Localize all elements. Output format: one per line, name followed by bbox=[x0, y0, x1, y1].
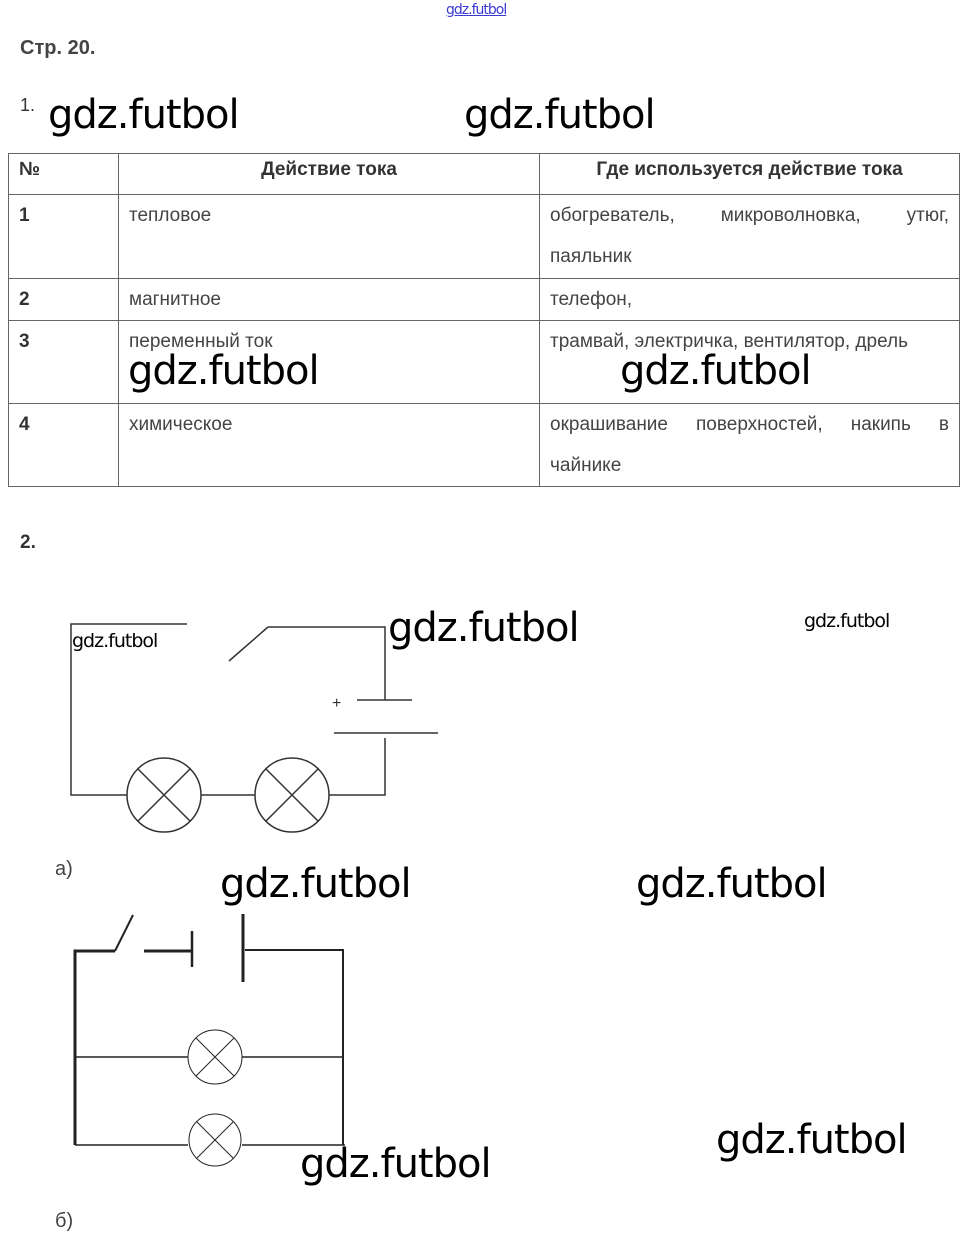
wire bbox=[268, 626, 386, 700]
watermark: gdz.futbol bbox=[804, 610, 890, 632]
watermark: gdz.futbol bbox=[300, 1141, 492, 1187]
page-number: Стр. 20. bbox=[20, 37, 96, 59]
row-number: 1 bbox=[8, 194, 119, 279]
wire bbox=[73, 949, 115, 1145]
table-row: 4 химическое окрашивание поверхностей, н… bbox=[8, 403, 960, 487]
current-effects-table: № Действие тока Где используется действи… bbox=[8, 153, 960, 487]
watermark: gdz.futbol bbox=[128, 348, 320, 394]
wire bbox=[329, 738, 386, 796]
watermark: gdz.futbol bbox=[636, 861, 828, 907]
lamp-icon bbox=[187, 1029, 243, 1085]
row-action: переменный ток bbox=[118, 320, 540, 404]
row-number: 2 bbox=[8, 278, 119, 321]
row-usage: телефон, bbox=[539, 278, 960, 321]
switch-open bbox=[114, 914, 134, 952]
circuit-b-parallel bbox=[73, 914, 345, 1167]
circuit-b-label: б) bbox=[55, 1210, 74, 1232]
watermark: gdz.futbol bbox=[620, 348, 812, 394]
wire bbox=[245, 949, 344, 1145]
watermark: gdz.futbol bbox=[72, 630, 158, 652]
lamp-icon bbox=[126, 757, 202, 833]
header-action: Действие тока bbox=[118, 153, 540, 195]
table-row: 3 переменный ток трамвай, электричка, ве… bbox=[8, 320, 960, 404]
plus-sign: + bbox=[332, 695, 341, 712]
row-usage: обогреватель, микроволновка, утюг, паяль… bbox=[539, 194, 960, 279]
lamp-icon bbox=[254, 757, 330, 833]
circuit-a-series bbox=[70, 623, 438, 833]
circuit-a-label: а) bbox=[55, 858, 73, 880]
task-1-label: 1. bbox=[20, 95, 36, 115]
lamp-icon bbox=[188, 1113, 242, 1167]
row-number: 3 bbox=[8, 320, 119, 404]
row-action: химическое bbox=[118, 403, 540, 487]
table-row: 1 тепловое обогреватель, микроволновка, … bbox=[8, 194, 960, 279]
wire bbox=[70, 623, 187, 796]
row-usage: окрашивание поверхностей, накипь в чайни… bbox=[539, 403, 960, 487]
watermark: gdz.futbol bbox=[388, 605, 580, 651]
task-2-label: 2. bbox=[20, 532, 36, 553]
header-number: № bbox=[8, 153, 119, 195]
watermark-top[interactable]: gdz.futbol bbox=[446, 2, 507, 18]
watermark: gdz.futbol bbox=[464, 92, 656, 138]
row-usage: трамвай, электричка, вентилятор, дрель bbox=[539, 320, 960, 404]
header-usage: Где используется действие тока bbox=[539, 153, 960, 195]
table-header-row: № Действие тока Где используется действи… bbox=[8, 153, 960, 195]
switch-open bbox=[228, 626, 269, 662]
watermark: gdz.futbol bbox=[220, 861, 412, 907]
row-number: 4 bbox=[8, 403, 119, 487]
watermark: gdz.futbol bbox=[716, 1117, 908, 1163]
row-action: тепловое bbox=[118, 194, 540, 279]
watermark: gdz.futbol bbox=[48, 92, 240, 138]
